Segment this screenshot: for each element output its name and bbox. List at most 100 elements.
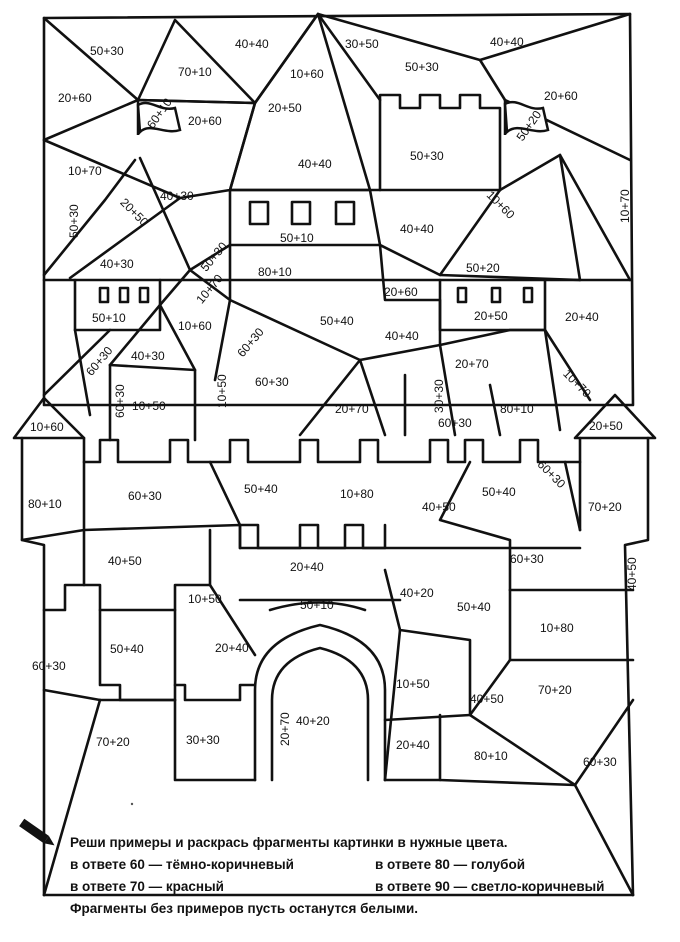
example-label: 10+70: [68, 164, 102, 178]
example-label: 20+50: [589, 419, 623, 433]
example-label: 30+50: [345, 37, 379, 51]
right-tower: [623, 436, 650, 897]
mid-diag: [438, 328, 592, 402]
example-label: 50+10: [280, 231, 314, 245]
sky-line: [558, 153, 632, 282]
lower-line: [173, 698, 257, 782]
mid-diag: [358, 358, 387, 437]
example-label: 60+30: [510, 552, 544, 566]
example-label: 20+60: [544, 89, 578, 103]
right-flag: [503, 100, 550, 135]
example-label: 20+40: [396, 738, 430, 752]
example-label: 20+70: [278, 712, 292, 746]
example-label: 20+40: [290, 560, 324, 574]
example-label: 40+20: [400, 586, 434, 600]
example-label: 10+80: [540, 621, 574, 635]
right-small-tower: [438, 278, 547, 332]
right-tower-roof: [573, 393, 657, 440]
sky-line: [478, 12, 632, 62]
speck: [130, 802, 134, 806]
example-label: 40+30: [131, 349, 165, 363]
lower-line: [42, 528, 86, 612]
example-label: 80+10: [258, 265, 292, 279]
example-label: 20+70: [455, 357, 489, 371]
example-label: 60+30: [32, 659, 66, 673]
example-label: 50+40: [110, 642, 144, 656]
example-label: 50+30: [410, 149, 444, 163]
example-label: 50+40: [457, 600, 491, 614]
merlon-gap: [118, 286, 130, 304]
example-label: 20+40: [565, 310, 599, 324]
left-tower: [20, 528, 86, 542]
example-label: 70+10: [178, 65, 212, 79]
example-label: 30+30: [432, 379, 446, 413]
example-label: 10+50: [188, 592, 222, 606]
lower-line: [173, 608, 257, 702]
example-label: 20+60: [188, 114, 222, 128]
mid-diag: [543, 328, 562, 432]
merlon-gap: [522, 286, 534, 304]
lower-line: [268, 601, 367, 612]
example-label: 40+50: [108, 554, 142, 568]
example-label: 80+10: [28, 497, 62, 511]
example-label: 70+20: [588, 500, 622, 514]
mid-diag: [42, 328, 112, 397]
left-tower: [20, 436, 46, 897]
example-label: 20+50: [117, 195, 151, 229]
example-label: 80+10: [474, 749, 508, 763]
example-label: 20+50: [268, 101, 302, 115]
sky-line: [316, 12, 507, 102]
example-label: 20+70: [335, 402, 369, 416]
mid-line: [498, 153, 582, 282]
example-label: 40+40: [235, 37, 269, 51]
left-flag: [136, 100, 182, 135]
outline-lines: [12, 12, 657, 897]
example-label: 50+30: [198, 239, 231, 274]
mid-diag: [108, 363, 197, 442]
example-label: 50+30: [67, 204, 81, 238]
mid-diag: [73, 328, 92, 417]
example-label: 20+60: [384, 285, 418, 299]
example-label: 40+40: [298, 157, 332, 171]
example-label: 50+10: [300, 598, 334, 612]
example-label: 10+80: [340, 487, 374, 501]
example-label: 40+30: [160, 189, 194, 203]
example-label: 80+10: [500, 402, 534, 416]
example-label: 10+60: [178, 319, 212, 333]
example-label: 50+40: [320, 314, 354, 328]
example-label: 10+50: [396, 677, 430, 691]
example-label: 60+30: [255, 375, 289, 389]
sky-line: [42, 16, 140, 142]
example-label: 40+30: [100, 257, 134, 271]
example-label: 50+30: [405, 60, 439, 74]
sky-line: [42, 158, 137, 277]
example-label: 10+70: [618, 189, 632, 223]
example-label: 40+40: [490, 35, 524, 49]
wall-line: [208, 460, 242, 527]
merlon-gap: [138, 286, 150, 304]
example-label: 70+20: [96, 735, 130, 749]
example-label: 50+40: [244, 482, 278, 496]
example-label: 60+30: [234, 325, 267, 360]
example-label: 10+60: [30, 420, 64, 434]
example-label: 60+30: [583, 755, 617, 769]
lower-line: [208, 583, 257, 657]
wall-line: [438, 460, 512, 592]
mid-diag: [108, 303, 197, 372]
example-label: 40+50: [422, 500, 456, 514]
wall-line: [563, 460, 582, 532]
gatehouse-battlements: [238, 523, 387, 550]
example-label: 50+40: [482, 485, 516, 499]
merlon-gap: [490, 286, 502, 304]
pencil-icon: [19, 818, 55, 846]
window: [290, 200, 312, 226]
example-label: 60+30: [128, 489, 162, 503]
example-label: 40+40: [385, 329, 419, 343]
window: [334, 200, 356, 226]
sky-line: [138, 156, 192, 272]
lower-line: [383, 568, 472, 717]
example-label: 30+30: [186, 733, 220, 747]
mid-diag: [438, 343, 457, 437]
sky-line: [136, 18, 257, 105]
